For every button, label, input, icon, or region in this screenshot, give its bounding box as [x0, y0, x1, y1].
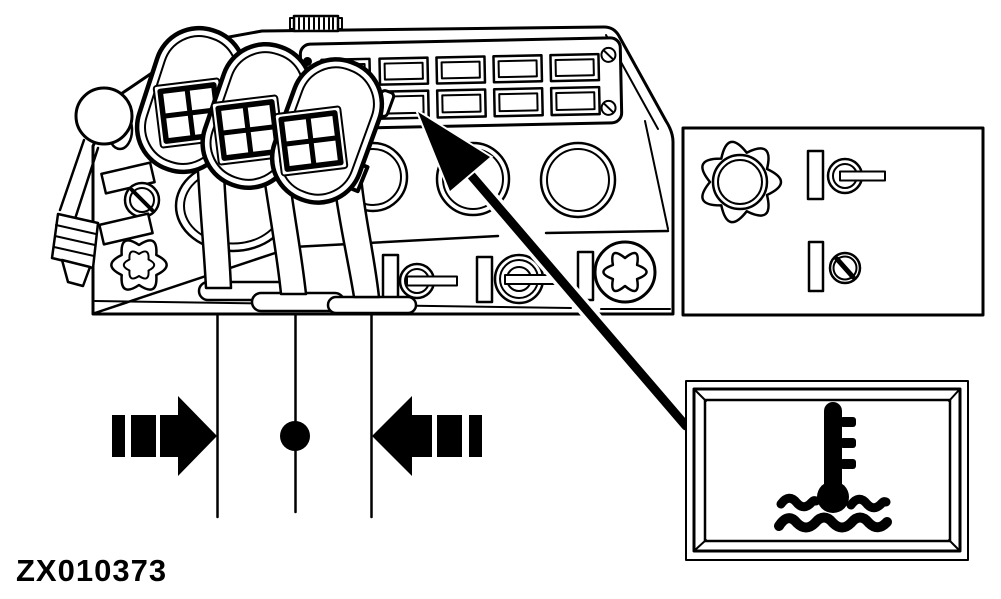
callout-pointer: [413, 107, 694, 434]
lever-stem: [332, 174, 381, 299]
switch-row: [381, 240, 657, 305]
lever-arm: [58, 138, 100, 224]
star-knob-large: [701, 140, 783, 224]
console-fold-line: [544, 229, 670, 235]
ribbed-connector: [289, 14, 343, 33]
toggle-switch: [381, 253, 458, 304]
control-lever-1: [134, 25, 263, 175]
lever-base-plate: [326, 295, 418, 315]
panel-screw-icon: [600, 46, 617, 116]
slot-plate: [98, 212, 154, 246]
frame-miters: [694, 389, 960, 551]
screw-knob: [123, 181, 161, 219]
star-knob-small: [110, 239, 168, 291]
ball-knob: [74, 86, 134, 146]
window-grid-icon: [210, 94, 286, 166]
rearward-arrow-icon: [372, 396, 482, 476]
toggle-switch: [806, 149, 886, 201]
window-grid-icon: [273, 105, 349, 177]
control-levers: [134, 25, 418, 315]
right-panel: [681, 126, 985, 317]
lever-position-markers: [112, 313, 482, 519]
pointer-arrowhead: [413, 107, 494, 195]
star-knob-round: [593, 240, 657, 304]
toggle-switch: [475, 253, 563, 305]
coolant-temperature-warning-icon: [774, 402, 892, 533]
neutral-dot-icon: [280, 421, 310, 451]
figure-code-label: ZX010373: [16, 553, 168, 588]
console-right-bevel: [644, 120, 669, 230]
forward-arrow-icon: [112, 396, 217, 476]
lever-pin: [303, 56, 313, 66]
left-face-details: [50, 86, 168, 291]
control-lever-3: [269, 57, 396, 205]
reference-lines: [216, 313, 373, 519]
inset-symbol-box: [685, 380, 969, 561]
bellows-boot: [50, 212, 100, 288]
screw-switch: [807, 240, 862, 293]
